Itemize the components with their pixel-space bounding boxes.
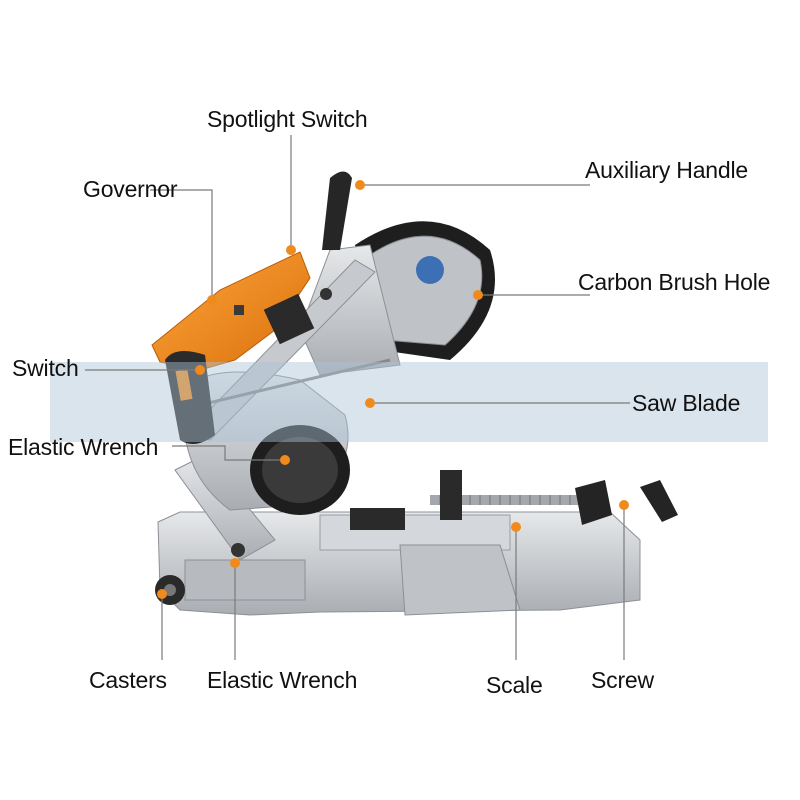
label-elastic-wrench-lower: Elastic Wrench [207, 667, 358, 693]
dot-spotlight-switch [286, 245, 296, 255]
leader-lines [85, 135, 630, 660]
callout-dots [157, 180, 629, 599]
dot-casters [157, 589, 167, 599]
auxiliary-handle [322, 171, 352, 250]
label-switch: Switch [12, 355, 79, 381]
label-auxiliary-handle: Auxiliary Handle [585, 157, 748, 183]
watermark-band [50, 362, 768, 442]
dot-carbon-brush-hole [473, 290, 483, 300]
dot-saw-blade [365, 398, 375, 408]
dot-elastic-wrench-lower [230, 558, 240, 568]
label-spotlight-switch: Spotlight Switch [207, 106, 368, 132]
leader-elastic-wrench-upper [172, 445, 285, 461]
label-elastic-wrench-upper: Elastic Wrench [8, 434, 159, 460]
label-casters: Casters [89, 667, 167, 693]
label-governor: Governor [83, 176, 178, 202]
dot-governor [207, 295, 217, 305]
vise-assembly [350, 470, 678, 530]
saw-head [182, 221, 495, 515]
label-scale: Scale [486, 672, 543, 698]
dot-screw [619, 500, 629, 510]
dot-switch [195, 365, 205, 375]
dot-scale [511, 522, 521, 532]
label-saw-blade: Saw Blade [632, 390, 741, 416]
label-screw: Screw [591, 667, 654, 693]
dot-auxiliary-handle [355, 180, 365, 190]
dot-elastic-wrench-upper [280, 455, 290, 465]
machine-base [157, 511, 641, 616]
leader-governor [150, 189, 213, 298]
label-carbon-brush-hole: Carbon Brush Hole [578, 269, 771, 295]
motor-housing [151, 251, 315, 371]
